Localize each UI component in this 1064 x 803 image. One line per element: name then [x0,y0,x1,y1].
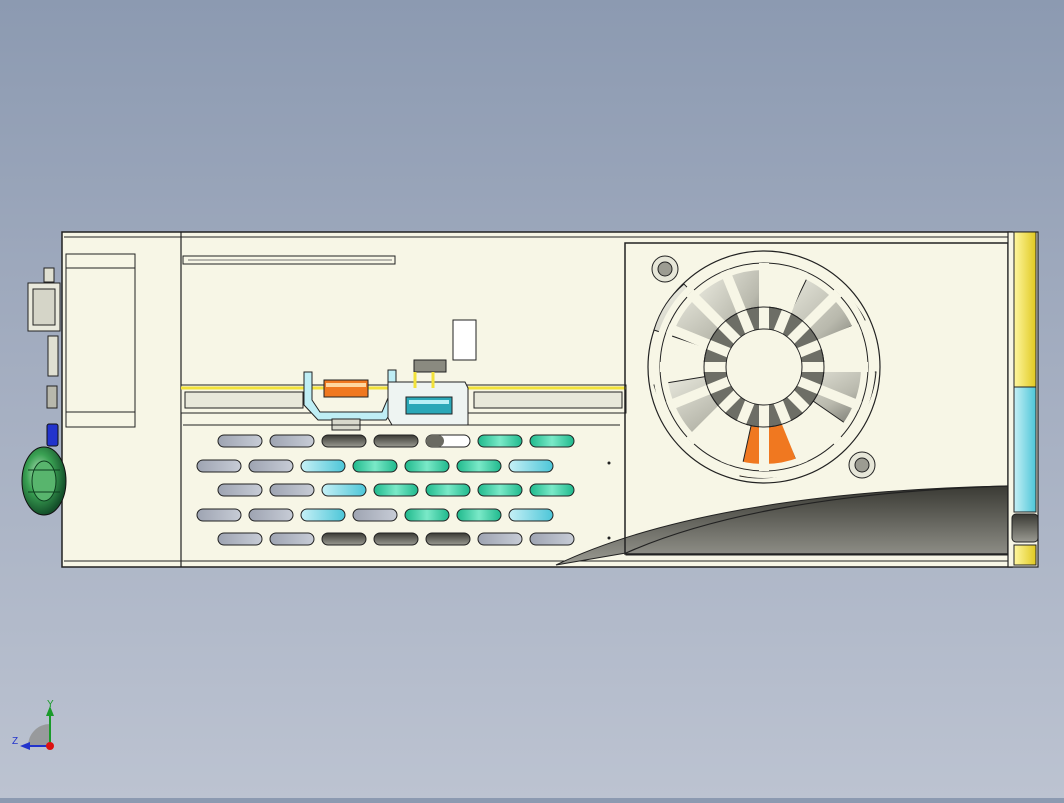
latch-cap [413,359,447,373]
axis-triad-icon [20,706,54,750]
mounting-channel [180,369,627,431]
rotary-knob[interactable] [21,446,67,516]
vent-grille [183,424,620,546]
front-panel[interactable] [61,253,136,560]
blue-indicator [46,423,59,447]
fan-icon [647,250,881,484]
triad-z-label: Z [12,736,19,747]
triad-y-label: Y [47,699,54,710]
connector-d-sub[interactable] [27,267,61,409]
sensor-block [452,319,477,361]
top-rail [182,255,396,265]
fan-housing[interactable] [624,242,1009,555]
rear-panel[interactable] [1007,231,1039,568]
